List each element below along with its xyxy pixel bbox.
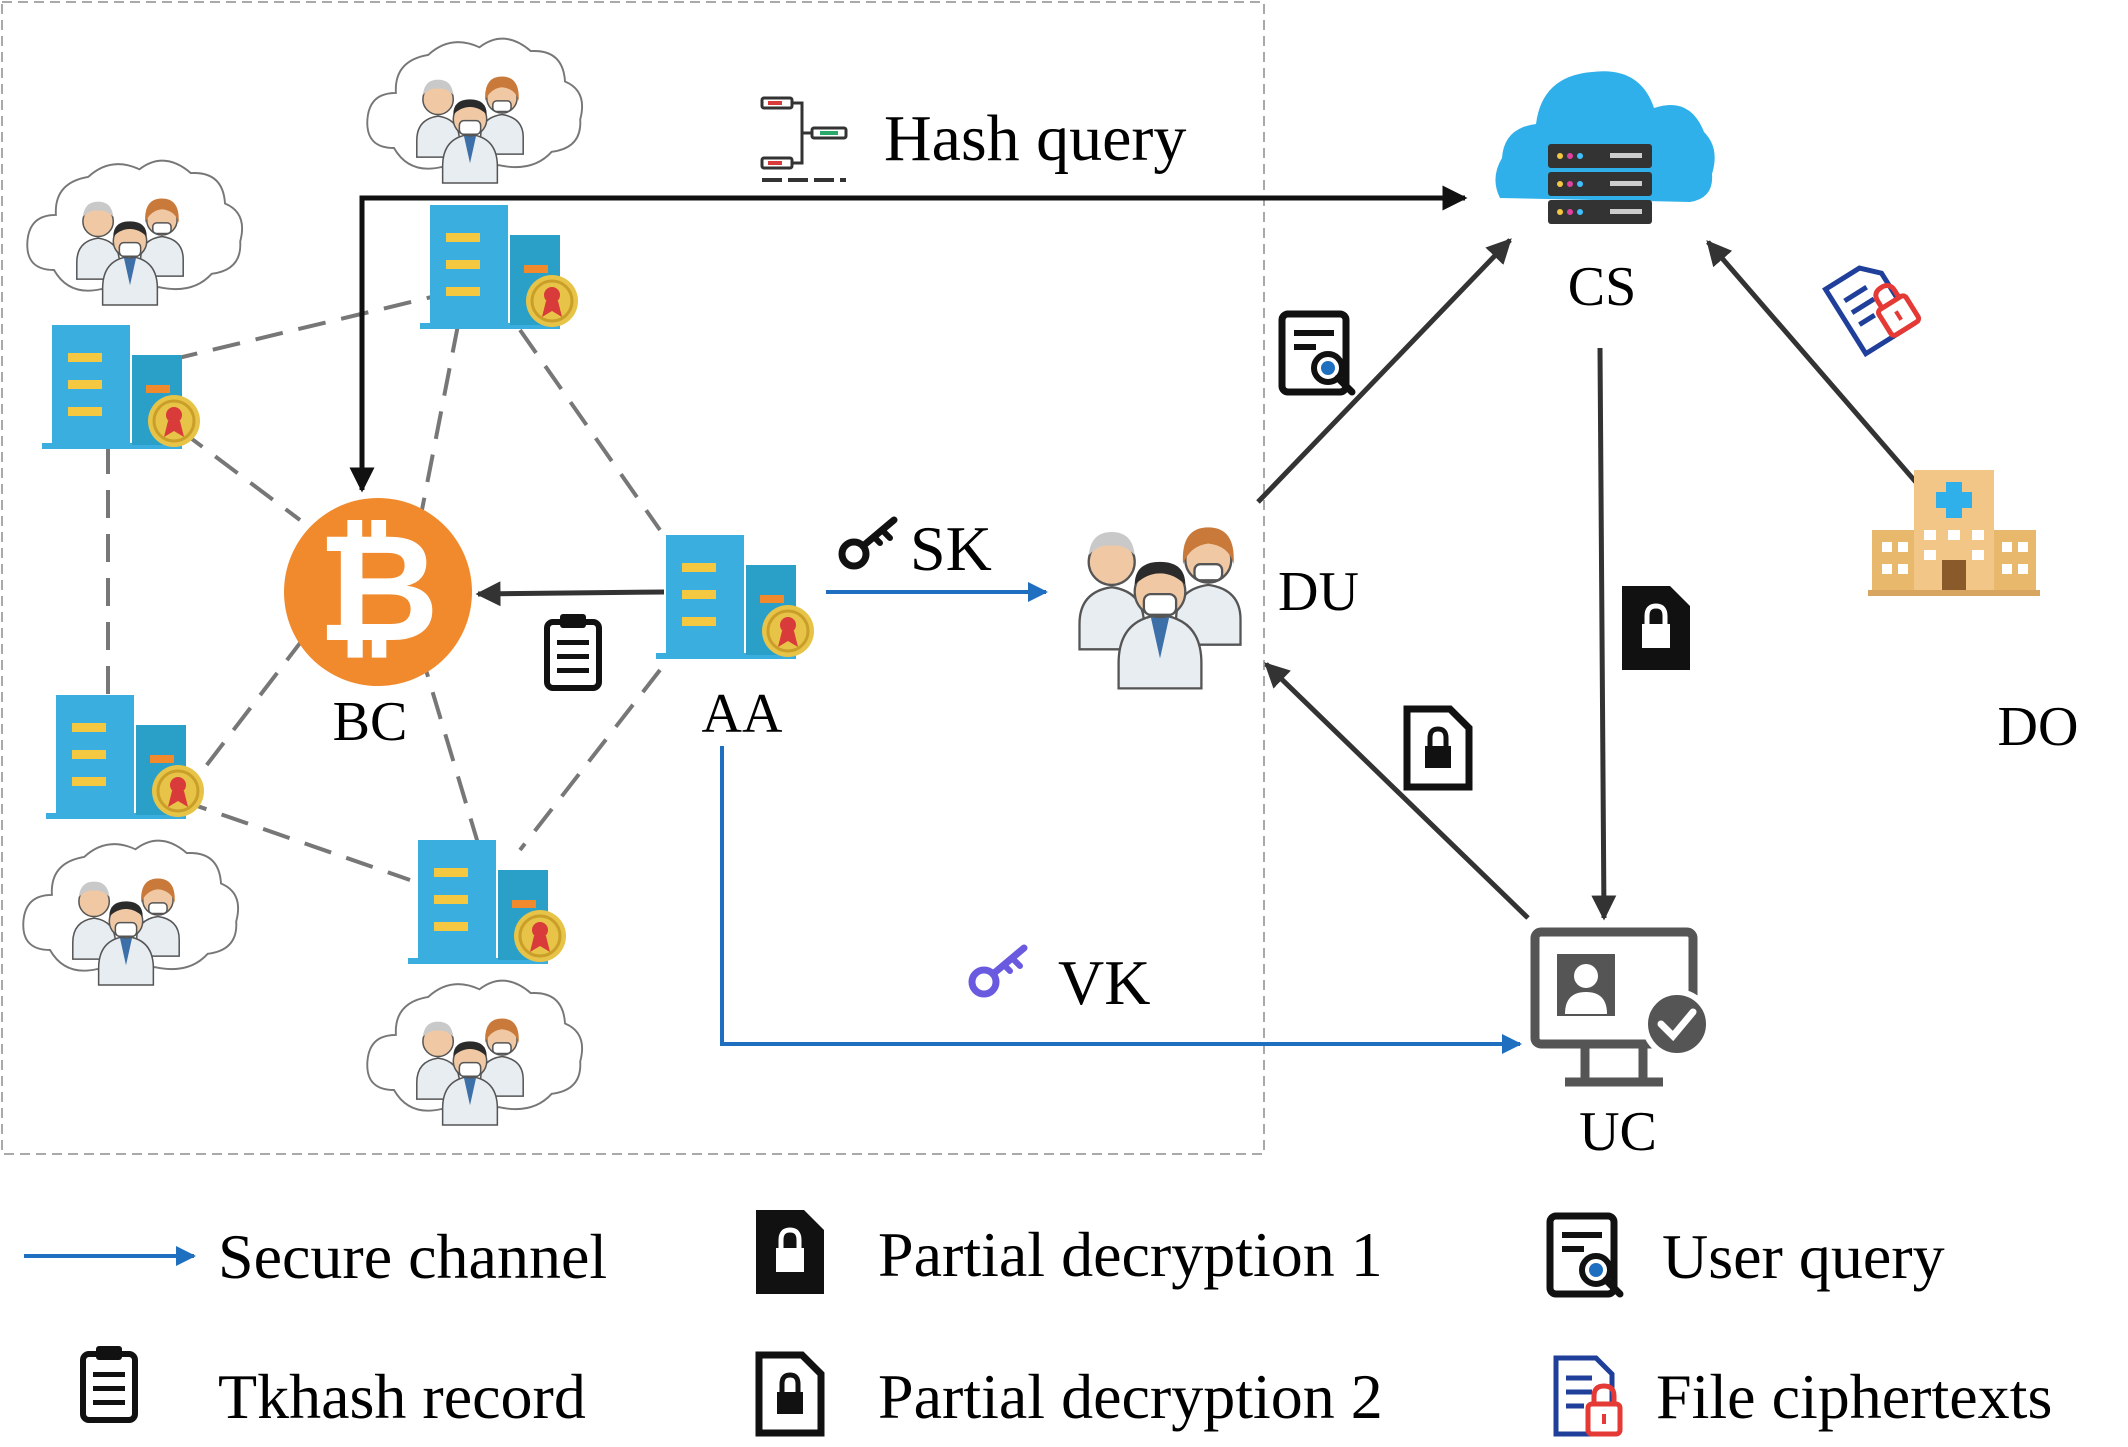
doctors-cloud-left xyxy=(26,159,244,306)
clipboard-icon xyxy=(83,1346,135,1420)
file-ciphertext-icon xyxy=(1556,1358,1620,1434)
uc-to-du-arrow xyxy=(1264,662,1530,920)
node-label-do: DO xyxy=(1998,696,2079,758)
legend-file-ciphertexts: File ciphertexts xyxy=(1656,1361,2052,1432)
key-icon xyxy=(972,948,1024,994)
building-badge-icon xyxy=(44,693,206,821)
legend-secure-channel: Secure channel xyxy=(218,1221,607,1292)
legend-partial-decryption-2: Partial decryption 2 xyxy=(878,1361,1383,1432)
document-search-icon xyxy=(1282,314,1352,392)
cloud-server-icon xyxy=(1495,71,1715,224)
node-label-du: DU xyxy=(1278,561,1359,623)
clipboard-icon xyxy=(547,614,599,688)
node-label-bc: BC xyxy=(333,691,408,753)
hash-query-arrow xyxy=(349,185,1468,493)
node-label-uc: UC xyxy=(1579,1101,1657,1163)
cs-to-uc-arrow xyxy=(1591,347,1617,921)
document-lock-icon xyxy=(1407,709,1469,787)
building-badge-icon xyxy=(40,323,202,451)
do-to-cs-arrow xyxy=(1706,240,1942,512)
edge-label-sk: SK xyxy=(910,513,992,584)
bitcoin-icon: ₿ xyxy=(284,498,472,686)
document-search-icon xyxy=(1550,1216,1620,1294)
legend: Secure channel Tkhash record Partial dec… xyxy=(24,1210,2052,1434)
monitor-user-icon xyxy=(1530,927,1712,1087)
building-badge-icon xyxy=(654,533,816,661)
node-label-aa: AA xyxy=(702,683,783,745)
key-icon xyxy=(842,520,894,566)
building-badge-icon xyxy=(406,838,568,966)
doctors-icon xyxy=(1078,526,1242,690)
document-lock-icon xyxy=(1622,586,1690,670)
legend-tkhash-record: Tkhash record xyxy=(218,1361,586,1432)
aa-to-bc-arrow xyxy=(475,581,665,607)
node-label-cs: CS xyxy=(1568,256,1637,318)
building-badge-icon xyxy=(418,203,580,331)
doctors-cloud-bottom xyxy=(366,979,584,1126)
consortium-boundary xyxy=(1,1,1265,1155)
doctors-cloud-bottom-left xyxy=(22,839,240,986)
svg-text:₿: ₿ xyxy=(317,502,439,676)
edge-label-vk: VK xyxy=(1058,947,1150,1018)
document-lock-icon xyxy=(756,1210,824,1294)
hash-tree-icon xyxy=(760,96,848,182)
edge-label-hash-query: Hash query xyxy=(884,102,1186,175)
file-ciphertext-icon xyxy=(1826,255,1921,353)
doctors-cloud-top xyxy=(366,37,584,184)
du-to-cs-arrow xyxy=(1256,238,1512,504)
document-lock-icon xyxy=(759,1355,821,1433)
legend-user-query: User query xyxy=(1662,1221,1945,1292)
legend-partial-decryption-1: Partial decryption 1 xyxy=(878,1219,1383,1290)
vk-secure-arrow xyxy=(720,746,1522,1054)
hospital-icon xyxy=(1868,470,2040,596)
